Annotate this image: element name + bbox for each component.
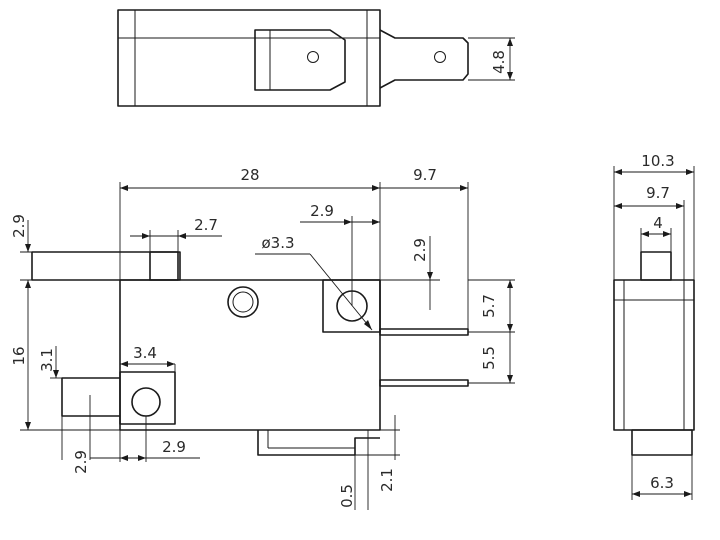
dim-lower-lug-bottom: 2.9: [72, 450, 90, 474]
dim-side-total-width: 10.3: [641, 152, 674, 170]
top-view: 4.8: [117, 9, 515, 107]
dim-body-length: 28: [240, 166, 259, 184]
side-view-base: [631, 429, 693, 456]
front-view-body: [119, 279, 381, 431]
bottom-terminal: [257, 430, 380, 456]
dim-side-base-width: 6.3: [650, 474, 674, 492]
actuator: [149, 251, 179, 281]
top-view-body: [117, 9, 381, 107]
side-view-plunger: [640, 251, 672, 281]
top-view-inner-terminal: [254, 29, 346, 91]
dim-lever-offset-top: 2.9: [10, 214, 28, 238]
right-terminal-upper: [379, 328, 469, 336]
dim-lower-lug-width: 3.4: [133, 344, 157, 362]
dim-hole-offset: 2.9: [310, 202, 334, 220]
right-mount-block: [322, 279, 381, 333]
top-view-outer-terminal: [379, 29, 469, 89]
top-view-outer-terminal-hole: [434, 51, 446, 63]
dim-side-body-width: 9.7: [646, 184, 670, 202]
left-lower-lug: [61, 377, 120, 417]
right-terminal-lower: [379, 379, 469, 387]
dim-terminal-spacing-lower: 5.5: [480, 346, 498, 370]
front-view: 28 9.7 2.9 2.7 2.9 ø3.3 2.9: [10, 166, 515, 510]
dim-bottom-terminal-thickness: 0.5: [338, 484, 356, 508]
dim-lower-lug-height: 3.1: [38, 348, 56, 372]
dim-bottom-terminal-drop: 2.1: [378, 468, 396, 492]
dim-hole-vertical-offset: 2.9: [411, 238, 429, 262]
left-lug-plate: [119, 371, 176, 425]
dim-lower-lug-offset: 2.9: [162, 438, 186, 456]
dim-hole-diameter: ø3.3: [261, 234, 294, 252]
dim-actuator-width: 2.7: [194, 216, 218, 234]
top-view-inner-terminal-hole: [307, 51, 319, 63]
left-lug-hole: [131, 387, 161, 417]
dim-terminal-spacing-upper: 5.7: [480, 294, 498, 318]
side-view-body: [613, 279, 695, 431]
dim-side-plunger-width: 4: [653, 214, 663, 232]
lever-arm: [31, 251, 181, 281]
dim-body-height: 16: [10, 346, 28, 365]
dim-top-terminal-width: 4.8: [490, 50, 508, 74]
center-mounting-hole: [227, 286, 259, 318]
dim-terminal-extension: 9.7: [413, 166, 437, 184]
side-view: 10.3 9.7 4 6.3: [613, 152, 695, 500]
